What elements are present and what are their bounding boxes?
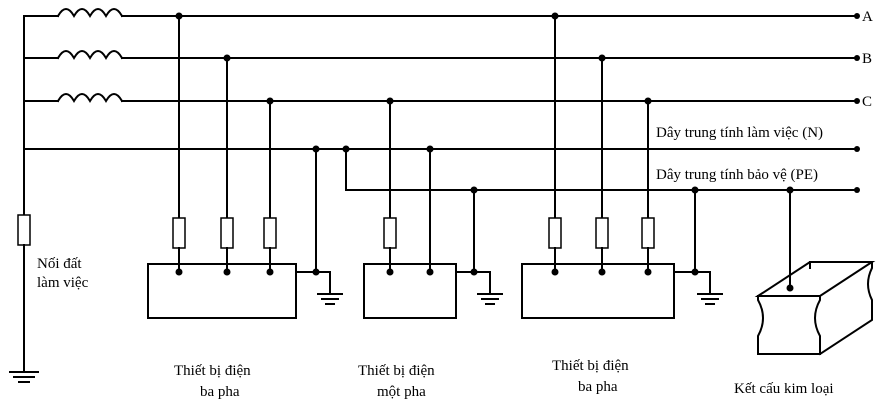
device1-label-1: Thiết bị điện (174, 363, 251, 379)
device2-label-2: một pha (377, 384, 426, 400)
phase-line-c (121, 98, 860, 104)
device1-three-phase (147, 12, 343, 319)
working-ground (9, 214, 39, 383)
source-windings (23, 8, 124, 216)
device3-three-phase (521, 12, 723, 319)
device2-single-phase (363, 97, 503, 319)
pe-junction (342, 145, 350, 153)
phase-a-label: A (862, 9, 873, 25)
neutral-line-n (23, 146, 860, 152)
device3-label-2: ba pha (578, 379, 618, 395)
phase-line-a (121, 13, 860, 19)
phase-b-label: B (862, 51, 872, 67)
phase-line-b (121, 55, 860, 61)
device2-label-1: Thiết bị điện (358, 363, 435, 379)
working-ground-label-2: làm việc (37, 275, 89, 291)
device3-label-1: Thiết bị điện (552, 358, 629, 374)
phase-c-label: C (862, 94, 872, 110)
working-ground-label-1: Nối đất (37, 256, 82, 272)
neutral-pe-label: Dây trung tính bảo vệ (PE) (656, 167, 818, 183)
neutral-n-label: Dây trung tính làm việc (N) (656, 125, 823, 141)
device1-label-2: ba pha (200, 384, 240, 400)
metal-structure (754, 186, 876, 356)
metal-structure-label: Kết cấu kim loại (734, 381, 834, 397)
